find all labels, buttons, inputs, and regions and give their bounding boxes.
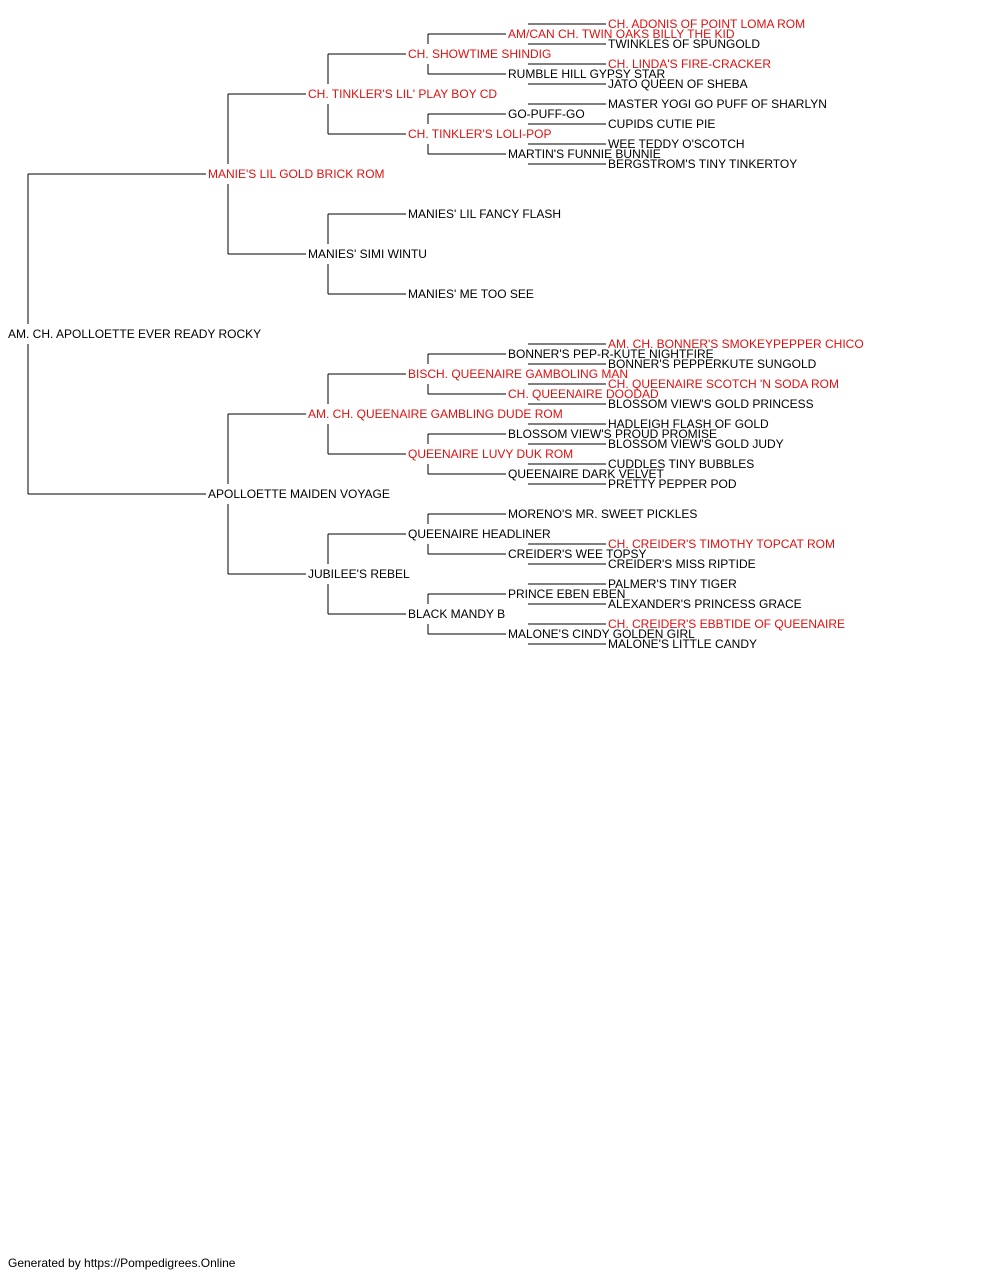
ancestor-manies-me-too-see: MANIES' ME TOO SEE <box>408 287 534 301</box>
ancestor-cuddles-tiny-bubbles: CUDDLES TINY BUBBLES <box>608 457 754 471</box>
ancestor-ch-creider-s-ebbtide-of-queenaire: CH. CREIDER'S EBBTIDE OF QUEENAIRE <box>608 617 845 631</box>
ancestor-creider-s-wee-topsy: CREIDER'S WEE TOPSY <box>508 547 647 561</box>
ancestor-blossom-view-s-gold-judy: BLOSSOM VIEW'S GOLD JUDY <box>608 437 784 451</box>
ancestor-hadleigh-flash-of-gold: HADLEIGH FLASH OF GOLD <box>608 417 769 431</box>
ancestor-prince-eben-eben: PRINCE EBEN EBEN <box>508 587 625 601</box>
ancestor-blossom-view-s-proud-promise: BLOSSOM VIEW'S PROUD PROMISE <box>508 427 717 441</box>
ancestor-twinkles-of-spungold: TWINKLES OF SPUNGOLD <box>608 37 760 51</box>
ancestor-am-ch-bonner-s-smokeypepper-chico: AM. CH. BONNER'S SMOKEYPEPPER CHICO <box>608 337 864 351</box>
ancestor-queenaire-headliner: QUEENAIRE HEADLINER <box>408 527 551 541</box>
ancestor-cupids-cutie-pie: CUPIDS CUTIE PIE <box>608 117 715 131</box>
ancestor-queenaire-luvy-duk-rom: QUEENAIRE LUVY DUK ROM <box>408 447 573 461</box>
ancestor-manies-lil-fancy-flash: MANIES' LIL FANCY FLASH <box>408 207 561 221</box>
ancestor-ch-creider-s-timothy-topcat-rom: CH. CREIDER'S TIMOTHY TOPCAT ROM <box>608 537 835 551</box>
ancestor-ch-showtime-shindig: CH. SHOWTIME SHINDIG <box>408 47 551 61</box>
ancestor-bonner-s-pep-r-kute-nightfire: BONNER'S PEP-R-KUTE NIGHTFIRE <box>508 347 714 361</box>
subject-name: AM. CH. APOLLOETTE EVER READY ROCKY <box>8 327 261 341</box>
ancestor-ch-queenaire-scotch-n-soda-rom: CH. QUEENAIRE SCOTCH 'N SODA ROM <box>608 377 839 391</box>
ancestor-rumble-hill-gypsy-star: RUMBLE HILL GYPSY STAR <box>508 67 665 81</box>
ancestor-go-puff-go: GO-PUFF-GO <box>508 107 585 121</box>
ancestor-manie-s-lil-gold-brick-rom: MANIE'S LIL GOLD BRICK ROM <box>208 167 385 181</box>
ancestor-jato-queen-of-sheba: JATO QUEEN OF SHEBA <box>608 77 748 91</box>
ancestor-pretty-pepper-pod: PRETTY PEPPER POD <box>608 477 737 491</box>
ancestor-jubilee-s-rebel: JUBILEE'S REBEL <box>308 567 410 581</box>
ancestor-creider-s-miss-riptide: CREIDER'S MISS RIPTIDE <box>608 557 756 571</box>
ancestor-blossom-view-s-gold-princess: BLOSSOM VIEW'S GOLD PRINCESS <box>608 397 814 411</box>
ancestor-malone-s-cindy-golden-girl: MALONE'S CINDY GOLDEN GIRL <box>508 627 695 641</box>
ancestor-master-yogi-go-puff-of-sharlyn: MASTER YOGI GO PUFF OF SHARLYN <box>608 97 827 111</box>
ancestor-palmer-s-tiny-tiger: PALMER'S TINY TIGER <box>608 577 737 591</box>
ancestor-am-can-ch-twin-oaks-billy-the-kid: AM/CAN CH. TWIN OAKS BILLY THE KID <box>508 27 735 41</box>
ancestor-black-mandy-b: BLACK MANDY B <box>408 607 505 621</box>
ancestor-ch-adonis-of-point-loma-rom: CH. ADONIS OF POINT LOMA ROM <box>608 17 805 31</box>
ancestor-ch-linda-s-fire-cracker: CH. LINDA'S FIRE-CRACKER <box>608 57 771 71</box>
ancestor-wee-teddy-o-scotch: WEE TEDDY O'SCOTCH <box>608 137 745 151</box>
ancestor-apolloette-maiden-voyage: APOLLOETTE MAIDEN VOYAGE <box>208 487 390 501</box>
ancestor-malone-s-little-candy: MALONE'S LITTLE CANDY <box>608 637 757 651</box>
ancestor-queenaire-dark-velvet: QUEENAIRE DARK VELVET <box>508 467 664 481</box>
ancestor-moreno-s-mr-sweet-pickles: MORENO'S MR. SWEET PICKLES <box>508 507 697 521</box>
ancestor-am-ch-queenaire-gambling-dude-rom: AM. CH. QUEENAIRE GAMBLING DUDE ROM <box>308 407 563 421</box>
ancestor-bonner-s-pepperkute-sungold: BONNER'S PEPPERKUTE SUNGOLD <box>608 357 817 371</box>
ancestor-ch-tinkler-s-lil-play-boy-cd: CH. TINKLER'S LIL' PLAY BOY CD <box>308 87 497 101</box>
ancestor-ch-queenaire-doodad: CH. QUEENAIRE DOODAD <box>508 387 659 401</box>
ancestor-bisch-queenaire-gamboling-man: BISCH. QUEENAIRE GAMBOLING MAN <box>408 367 628 381</box>
ancestor-bergstrom-s-tiny-tinkertoy: BERGSTROM'S TINY TINKERTOY <box>608 157 797 171</box>
ancestor-ch-tinkler-s-loli-pop: CH. TINKLER'S LOLI-POP <box>408 127 551 141</box>
ancestor-alexander-s-princess-grace: ALEXANDER'S PRINCESS GRACE <box>608 597 802 611</box>
ancestor-manies-simi-wintu: MANIES' SIMI WINTU <box>308 247 427 261</box>
generated-by-footer: Generated by https://Pompedigrees.Online <box>8 1256 236 1270</box>
ancestor-martin-s-funnie-bunnie: MARTIN'S FUNNIE BUNNIE <box>508 147 661 161</box>
